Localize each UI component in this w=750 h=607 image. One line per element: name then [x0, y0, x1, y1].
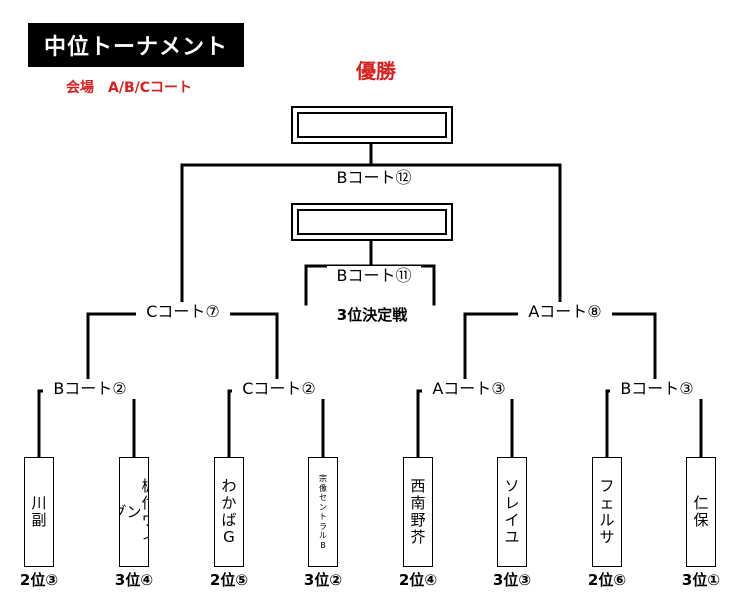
quarterfinal-court-label: Bコート③ — [610, 379, 704, 399]
team-name-column: 西南野芥 — [410, 477, 426, 546]
final-court-label: Bコート⑫ — [327, 168, 421, 188]
team-box: 仁保 — [686, 457, 716, 567]
winner-label: 優勝 — [356, 59, 396, 83]
third-place-result-box — [291, 203, 453, 241]
page-title: 中位トーナメント — [28, 23, 244, 67]
team-name-column: 板付ウィ — [142, 478, 148, 546]
semifinal-left-court-label: Cコート⑦ — [136, 302, 230, 322]
team-box: フェルサ — [592, 457, 622, 567]
team-seed-label: 3位① — [681, 571, 721, 589]
quarterfinal-court-label: Aコート③ — [422, 379, 516, 399]
team-box: 板付ウィング — [119, 457, 149, 567]
team-box: ソレイユ — [497, 457, 527, 567]
venue-label: 会場 A/B/Cコート — [66, 80, 193, 96]
team-name-column: 川副 — [31, 494, 47, 529]
team-seed-label: 3位④ — [114, 571, 154, 589]
team-name-column: 仁保 — [693, 494, 709, 529]
team-seed-label: 2位④ — [398, 571, 438, 589]
team-seed-label: 3位② — [303, 571, 343, 589]
semifinal-right-court-label: Aコート⑧ — [518, 302, 612, 322]
team-name-column: フェルサ — [599, 477, 615, 546]
quarterfinal-court-label: Bコート② — [43, 379, 137, 399]
team-seed-label: 2位③ — [19, 571, 59, 589]
team-box: 西南野芥 — [403, 457, 433, 567]
team-name-column: ン — [126, 502, 142, 521]
team-seed-label: 3位③ — [492, 571, 532, 589]
team-name-column: ソレイユ — [504, 477, 520, 546]
champion-result-box — [291, 106, 453, 144]
quarterfinal-court-label: Cコート② — [232, 379, 326, 399]
team-box: 川副 — [24, 457, 54, 567]
team-seed-label: 2位⑤ — [209, 571, 249, 589]
team-seed-label: 2位⑥ — [587, 571, 627, 589]
third-place-title: 3位決定戦 — [336, 306, 408, 324]
team-name-column: グ — [120, 503, 127, 521]
third-place-court-label: Bコート⑪ — [327, 266, 421, 286]
